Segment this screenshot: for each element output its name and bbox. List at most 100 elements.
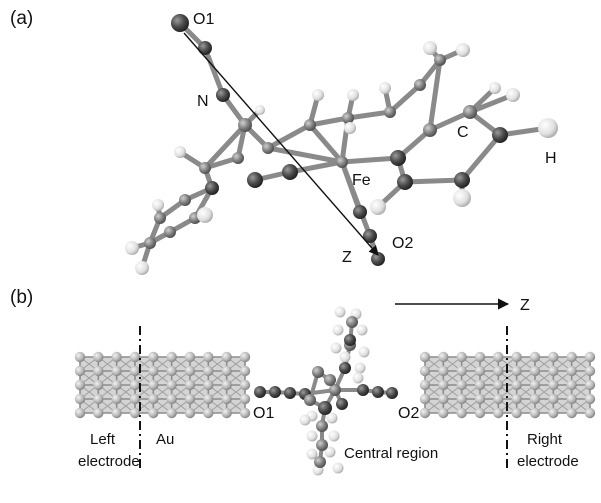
bond [402, 177, 465, 185]
gold-atom [474, 393, 486, 405]
hydrogen-atom [423, 41, 437, 55]
label-z: Z [342, 249, 352, 266]
left-electrode-label-line2: electrode [78, 453, 140, 470]
gold-atom [221, 365, 232, 377]
bond [345, 109, 393, 121]
hydrogen-atom [352, 372, 364, 384]
gold-atom [221, 407, 232, 419]
gold-atom [184, 407, 196, 419]
gold-atom [493, 365, 504, 377]
carbon-atom [314, 456, 326, 468]
carbon-atom [414, 79, 426, 91]
gold-atom [93, 365, 104, 377]
gold-atom [474, 351, 486, 363]
gold-atom [419, 407, 431, 419]
hydrogen-atom [453, 189, 471, 207]
gold-atom [566, 393, 577, 405]
gold-atom [129, 407, 141, 419]
gold-atom [184, 393, 196, 405]
gold-atom [584, 393, 596, 405]
gold-atom [511, 379, 522, 391]
central-molecule [254, 306, 398, 476]
gold-atom [566, 365, 577, 377]
hydrogen-atom [332, 324, 344, 336]
gold-atom [419, 351, 431, 363]
carbon-atom [463, 105, 477, 119]
bond [339, 155, 401, 165]
gold-atom [456, 351, 467, 363]
carbon-atom [390, 150, 406, 166]
gold-atom [184, 379, 196, 391]
carbon-atom [316, 439, 328, 451]
hydrogen-atom [354, 362, 366, 374]
carbon-atom [199, 162, 211, 174]
gold-atom [584, 379, 596, 391]
hydrogen-atom [306, 430, 318, 442]
gold-atom [239, 393, 251, 405]
gold-atom [74, 351, 86, 363]
carbon-atom [336, 398, 348, 410]
gold-atom [166, 351, 177, 363]
hydrogen-atom [255, 105, 265, 115]
gold-atom [74, 407, 86, 419]
bond [427, 109, 473, 133]
gold-atom [438, 379, 449, 391]
gold-atom [474, 407, 486, 419]
hydrogen-atom [358, 346, 370, 358]
gold-atom [221, 351, 232, 363]
hydrogen-atom [299, 414, 311, 426]
gold-atom [419, 379, 431, 391]
hydrogen-atom [347, 89, 359, 101]
gold-atom [529, 365, 541, 377]
label-o1: O1 [193, 11, 214, 28]
gold-atom [456, 393, 467, 405]
gold-atom [529, 393, 541, 405]
z-axis-arrow [183, 32, 379, 256]
bond [202, 122, 248, 171]
iron-atom [336, 156, 348, 168]
hydrogen-atom [506, 88, 520, 102]
hydrogen-atom [356, 324, 368, 336]
gold-atom [239, 407, 251, 419]
carbon-atom [164, 226, 176, 238]
carbon-atom [492, 127, 508, 143]
carbon-atom [423, 123, 437, 137]
carbon-atom [179, 194, 191, 206]
hydrogen-atom [197, 207, 213, 223]
gold-atom [148, 365, 159, 377]
gold-atom [111, 407, 122, 419]
gold-atom [511, 393, 522, 405]
carbon-atom [262, 142, 274, 154]
junction-label-o1: O1 [253, 405, 274, 422]
hydrogen-atom [379, 82, 391, 94]
gold-atom [419, 393, 431, 405]
gold-atom [493, 393, 504, 405]
label-h: H [545, 150, 557, 167]
gold-atom [548, 407, 559, 419]
hydrogen-atom [326, 412, 338, 424]
gold-atom [111, 393, 122, 405]
gold-atom [129, 365, 141, 377]
bond [427, 57, 443, 133]
carbon-atom [312, 366, 324, 378]
label-o2: O2 [392, 235, 413, 252]
gold-atom [129, 393, 141, 405]
gold-atom [548, 379, 559, 391]
gold-atom [438, 365, 449, 377]
gold-atom [529, 407, 541, 419]
label-n: N [197, 93, 209, 110]
bond [467, 92, 516, 115]
gold-atom [548, 365, 559, 377]
hydrogen-atom [332, 462, 344, 474]
hydrogen-atom [306, 448, 318, 460]
carbon-atom [269, 386, 281, 398]
hydrogen-atom [125, 241, 139, 255]
gold-atom [203, 407, 214, 419]
panel-a-label: (a) [10, 8, 33, 29]
gold-atom [148, 393, 159, 405]
gold-atom [511, 365, 522, 377]
gold-atom [548, 393, 559, 405]
gold-atom [474, 365, 486, 377]
bond [459, 132, 503, 183]
central-region-label: Central region [344, 445, 438, 462]
